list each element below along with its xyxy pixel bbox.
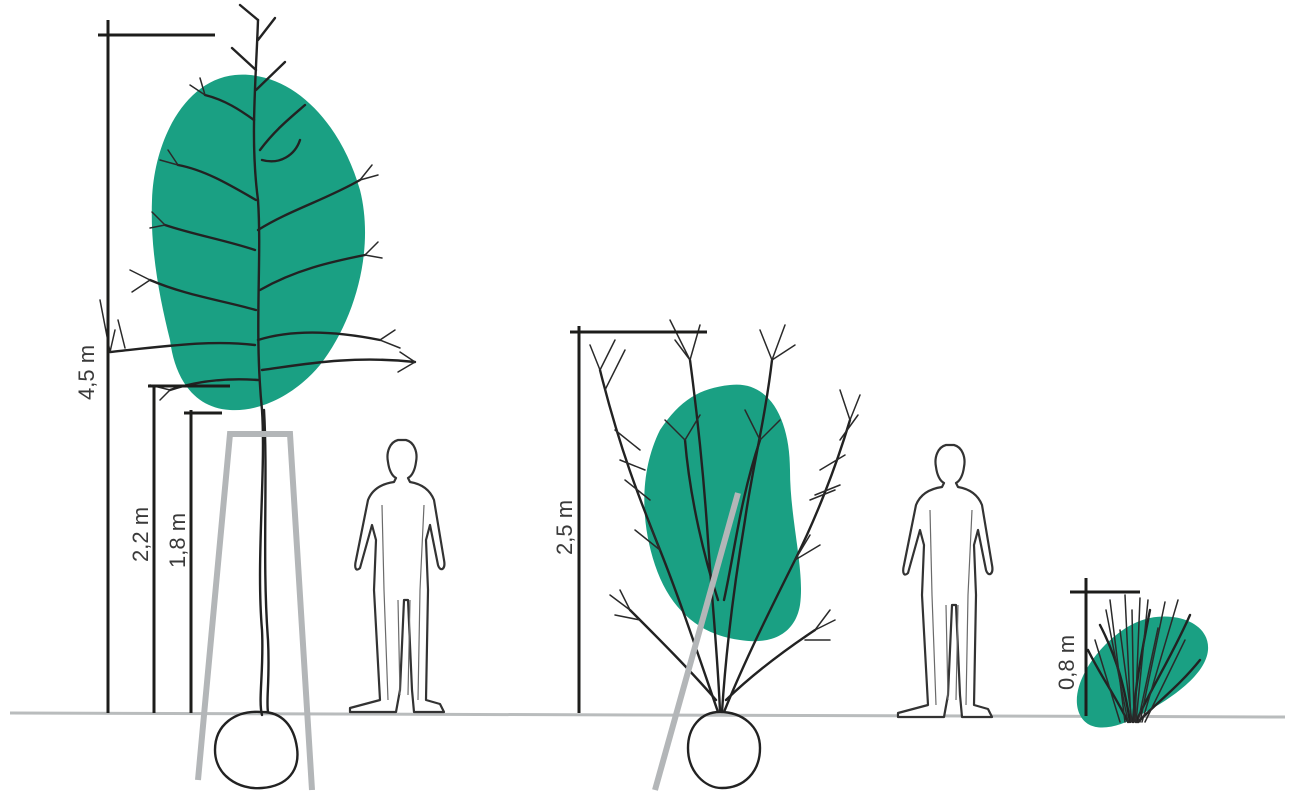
label-tree-total: 4,5 m (74, 345, 99, 400)
label-tree-crown: 2,2 m (128, 507, 153, 562)
label-grass: 0,8 m (1054, 635, 1079, 690)
label-shrub: 2,5 m (552, 500, 577, 555)
grass-icon (1077, 595, 1208, 728)
tree-icon (100, 5, 415, 788)
label-tree-stake: 1,8 m (165, 513, 190, 568)
tree-root-ball (215, 712, 297, 788)
person-silhouette-icon (898, 445, 992, 717)
shrub-root-ball (688, 712, 760, 788)
shrub-icon (590, 320, 860, 788)
person-silhouette-icon (350, 440, 444, 712)
